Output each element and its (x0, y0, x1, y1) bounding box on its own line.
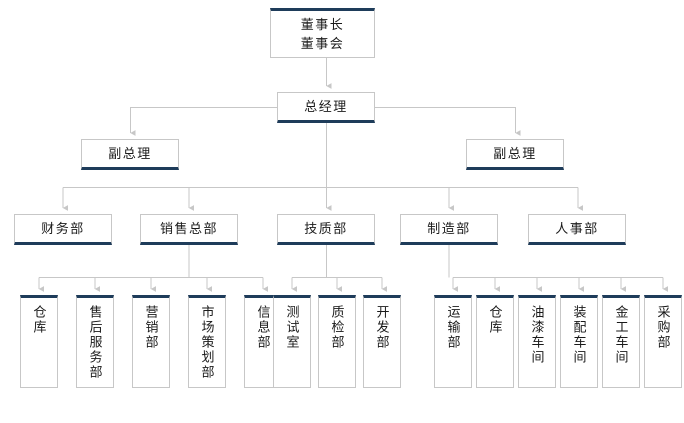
node-after-sales-dept[interactable]: 售后服务部 (76, 295, 114, 388)
node-label: 装配车间 (571, 305, 587, 365)
node-label: 市场策划部 (199, 305, 215, 380)
node-rnd-dept[interactable]: 开发部 (363, 295, 401, 388)
node-label: 技质部 (304, 221, 348, 236)
node-board[interactable]: 董事长 董事会 (270, 8, 375, 58)
node-label: 开发部 (374, 305, 390, 350)
node-paint-shop[interactable]: 油漆车间 (518, 295, 556, 388)
node-purchasing-dept[interactable]: 采购部 (644, 295, 682, 388)
node-tech-quality-dept[interactable]: 技质部 (277, 214, 375, 245)
node-market-planning-dept[interactable]: 市场策划部 (188, 295, 226, 388)
node-sales-hq[interactable]: 销售总部 (140, 214, 238, 245)
node-label: 财务部 (41, 221, 85, 236)
node-label: 董事长 董事会 (300, 17, 345, 51)
node-test-lab[interactable]: 测试室 (273, 295, 311, 388)
node-marketing-ops-dept[interactable]: 营销部 (132, 295, 170, 388)
node-label: 副总理 (493, 146, 537, 161)
node-label: 测试室 (284, 305, 300, 350)
node-warehouse-1[interactable]: 仓库 (20, 295, 58, 388)
node-label: 质检部 (329, 305, 345, 350)
node-label: 总经理 (304, 99, 348, 114)
node-label: 信息部 (255, 305, 271, 350)
node-hr-dept[interactable]: 人事部 (528, 214, 626, 245)
node-label: 运输部 (445, 305, 461, 350)
node-label: 金工车间 (613, 305, 629, 365)
node-qc-dept[interactable]: 质检部 (318, 295, 356, 388)
node-label: 营销部 (143, 305, 159, 350)
node-label: 销售总部 (159, 221, 218, 236)
node-assembly-shop[interactable]: 装配车间 (560, 295, 598, 388)
node-label: 副总理 (108, 146, 152, 161)
node-label: 制造部 (427, 221, 471, 236)
node-finance-dept[interactable]: 财务部 (14, 214, 112, 245)
node-manufacturing-dept[interactable]: 制造部 (400, 214, 498, 245)
node-label: 油漆车间 (529, 305, 545, 365)
node-label: 仓库 (487, 305, 503, 335)
node-transport-dept[interactable]: 运输部 (434, 295, 472, 388)
node-label: 售后服务部 (87, 305, 103, 380)
node-general-manager[interactable]: 总经理 (277, 92, 375, 123)
node-label: 采购部 (655, 305, 671, 350)
node-label: 人事部 (555, 221, 599, 236)
node-deputy-gm-left[interactable]: 副总理 (81, 139, 179, 170)
node-warehouse-2[interactable]: 仓库 (476, 295, 514, 388)
node-deputy-gm-right[interactable]: 副总理 (466, 139, 564, 170)
node-label: 仓库 (31, 305, 47, 335)
node-metalwork-shop[interactable]: 金工车间 (602, 295, 640, 388)
